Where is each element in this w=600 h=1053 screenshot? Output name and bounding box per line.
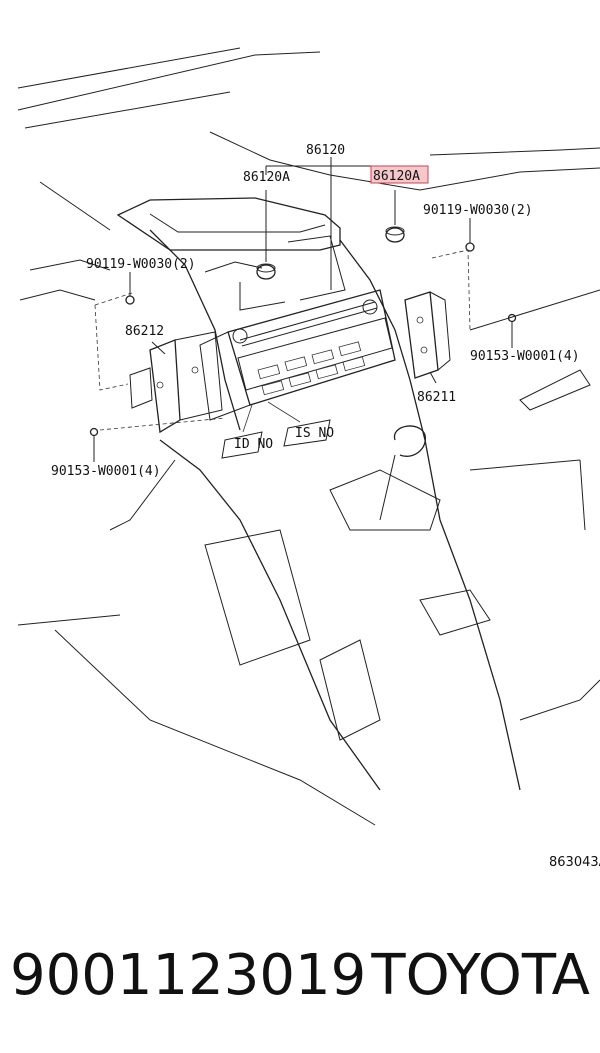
id-tag-outline xyxy=(221,431,263,459)
dash-line-6 xyxy=(429,147,600,156)
left-vent-top xyxy=(29,259,111,271)
dash-line-3 xyxy=(24,91,231,129)
dash-line-5 xyxy=(39,181,111,231)
radio-button-5 xyxy=(261,380,285,396)
label-bolt-top-right: 90119-W0030(2) xyxy=(423,203,533,218)
radio-knob-right xyxy=(362,299,378,315)
dash-right-line-1 xyxy=(469,289,600,331)
right-vent xyxy=(519,369,591,411)
shift-boot xyxy=(329,469,441,531)
label-sub-right: 86120A xyxy=(373,169,420,184)
panel-vent xyxy=(204,261,263,273)
console-right-edge xyxy=(439,519,521,791)
id-tag-label: ID NO xyxy=(234,437,273,452)
display-hood xyxy=(116,197,341,251)
radio-unit-side xyxy=(199,331,251,421)
floor-line-left-1 xyxy=(17,614,121,626)
part-caption: 9001123019 TOYOTA xyxy=(10,925,590,1025)
floor-line-left-2 xyxy=(54,629,376,826)
screw-left xyxy=(89,427,99,437)
display-hood-inner xyxy=(149,213,326,233)
bracket-left-hole-2 xyxy=(191,366,199,374)
radio-button-8 xyxy=(342,356,366,372)
radio-button-7 xyxy=(315,364,339,380)
bolt-top-right xyxy=(465,242,475,252)
knob-part-left xyxy=(256,264,276,280)
floor-line-right xyxy=(519,679,600,721)
bracket-left-tab xyxy=(129,367,153,409)
bracket-left-plate xyxy=(174,331,223,421)
label-bolt-top-left: 90119-W0030(2) xyxy=(86,257,196,272)
console-side-panel xyxy=(204,529,311,666)
is-tag-leader xyxy=(267,401,301,423)
knob-part-right xyxy=(385,227,405,243)
bracket-right-side xyxy=(429,291,451,371)
is-tag-label: IS NO xyxy=(295,426,334,441)
highlight-box xyxy=(370,165,429,184)
knob-part-right-top xyxy=(385,226,405,236)
bracket-right-hole-2 xyxy=(420,346,428,354)
dash-right-line-2 xyxy=(469,459,581,471)
guide-left xyxy=(94,304,129,391)
bracket-right-hole xyxy=(416,316,424,324)
label-bracket-left: 86212 xyxy=(125,324,164,339)
panel-inner-frame xyxy=(239,282,286,311)
label-bracket-right: 86211 xyxy=(417,390,456,405)
center-panel-right-edge xyxy=(339,239,441,521)
cd-slot-bottom xyxy=(241,307,378,347)
label-assembly: 86120 xyxy=(306,143,345,158)
leader-bracket-right xyxy=(429,371,437,384)
left-vent-bottom xyxy=(19,289,96,301)
brand-name: TOYOTA xyxy=(371,942,590,1008)
bolt-top-left xyxy=(125,295,135,305)
center-panel-left-edge xyxy=(149,229,241,431)
radio-display-area xyxy=(237,317,393,391)
radio-knob-left xyxy=(232,328,248,344)
radio-button-3 xyxy=(311,349,335,365)
guide-right xyxy=(431,249,471,331)
radio-button-6 xyxy=(288,372,312,388)
radio-button-4 xyxy=(338,341,362,357)
shift-lever-shaft xyxy=(379,454,396,521)
bracket-left-hole xyxy=(156,381,164,389)
label-screw-left: 90153-W0001(4) xyxy=(51,464,161,479)
label-screw-right: 90153-W0001(4) xyxy=(470,349,580,364)
is-tag-outline xyxy=(283,419,331,447)
guide-screw-left xyxy=(99,417,226,431)
console-knee-left xyxy=(109,459,176,531)
dash-right-line-3 xyxy=(579,459,586,531)
exploded-view-drawing: ID NO IS NO 86120 86120A 86120A 90119-W0… xyxy=(17,47,600,870)
guide-left-top xyxy=(94,291,136,306)
dash-line-2 xyxy=(17,51,321,111)
display-screen xyxy=(287,235,346,301)
label-sub-left: 86120A xyxy=(243,170,290,185)
id-tag-leader xyxy=(242,404,253,433)
parking-brake xyxy=(419,589,491,636)
diagram-code: 863043A xyxy=(549,855,600,870)
radio-unit-face xyxy=(227,289,396,406)
radio-button-1 xyxy=(257,364,281,380)
knob-part-left-top xyxy=(256,263,276,273)
part-number: 9001123019 xyxy=(10,942,367,1008)
cd-slot-top xyxy=(239,301,376,341)
bracket-right xyxy=(404,291,439,379)
leader-bracket-left xyxy=(151,341,166,355)
dash-line-1 xyxy=(17,47,241,89)
shift-knob xyxy=(393,425,426,457)
radio-button-2 xyxy=(284,356,308,372)
parts-diagram: ID NO IS NO 86120 86120A 86120A 90119-W0… xyxy=(17,47,600,870)
console-cupholder xyxy=(319,639,381,741)
